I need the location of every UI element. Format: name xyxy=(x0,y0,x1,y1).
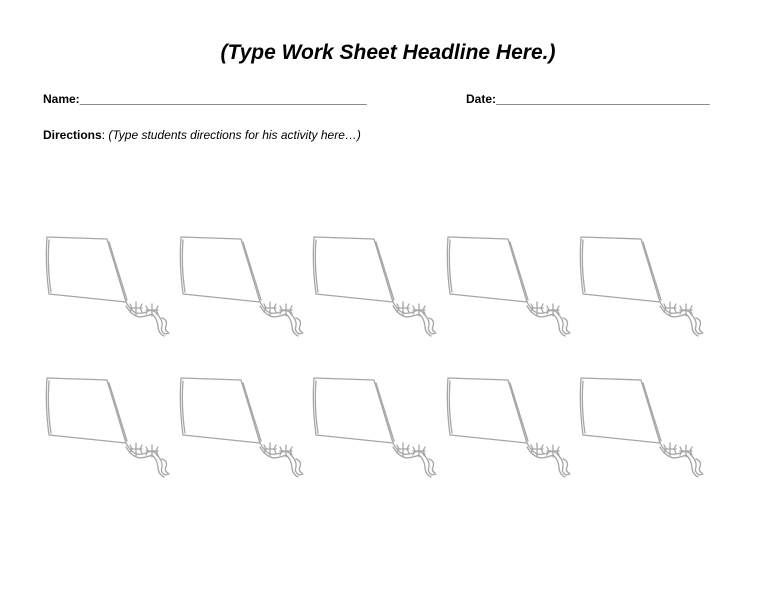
kite-outline-icon xyxy=(44,375,174,480)
kite-outline-icon xyxy=(311,375,441,480)
kite-outline-icon xyxy=(178,234,308,339)
kite-shape-2 xyxy=(179,236,304,337)
kite-outline-icon xyxy=(178,375,308,480)
kite-shape-4 xyxy=(446,236,571,337)
kite-outline-icon xyxy=(311,234,441,339)
name-label: Name: xyxy=(43,92,80,106)
date-label: Date: xyxy=(466,92,497,106)
kite-shape-1 xyxy=(45,236,170,337)
name-line: ________________________________________… xyxy=(79,92,367,106)
kite-shape-3 xyxy=(312,236,437,337)
kite-outline-icon xyxy=(445,375,575,480)
directions-separator: : xyxy=(101,128,109,142)
date-line: ________________________________ xyxy=(496,92,710,106)
directions-text: (Type students directions for his activi… xyxy=(108,128,361,142)
worksheet-headline: (Type Work Sheet Headline Here.) xyxy=(220,41,556,64)
kite-shape-7 xyxy=(179,377,304,478)
kite-shape-6 xyxy=(45,377,170,478)
name-field: Name:___________________________________… xyxy=(43,92,367,106)
kite-outline-icon xyxy=(44,234,174,339)
kite-shape-10 xyxy=(579,377,704,478)
kite-shape-9 xyxy=(446,377,571,478)
kite-outline-icon xyxy=(578,234,708,339)
kite-outline-icon xyxy=(445,234,575,339)
directions-label: Directions xyxy=(43,128,102,142)
kite-shape-5 xyxy=(579,236,704,337)
kite-shape-8 xyxy=(312,377,437,478)
kite-outline-icon xyxy=(578,375,708,480)
directions: Directions: (Type students directions fo… xyxy=(43,128,361,142)
date-field: Date:________________________________ xyxy=(466,92,710,106)
